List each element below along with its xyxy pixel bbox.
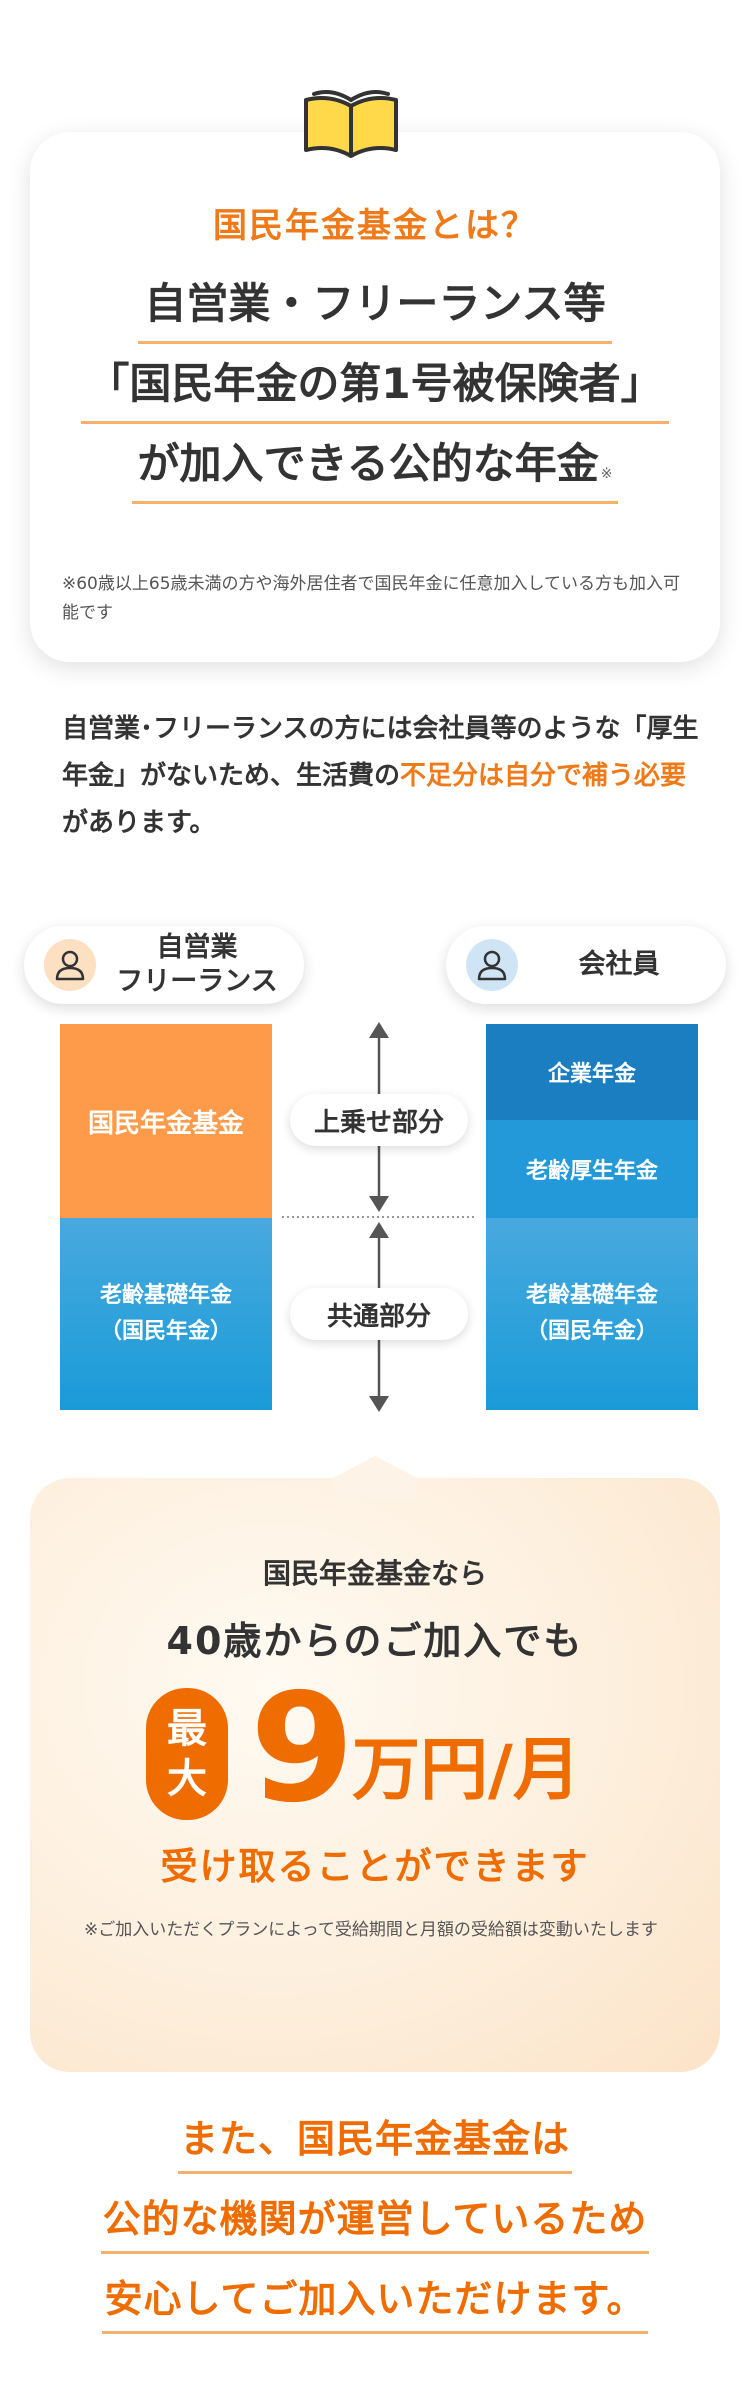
benefit-amount: 9 — [250, 1662, 355, 1836]
closing-line-1: また、国民年金基金は — [0, 2108, 750, 2174]
benefit-line-2: 40歳からのご加入でも — [166, 1619, 584, 1663]
intro-footnote: ※60歳以上65歳未満の方や海外居住者で国民年金に任意加入している方も加入可能で… — [62, 574, 680, 623]
intro-line-1: 自営業・フリーランス等 — [0, 270, 750, 344]
person-icon — [44, 939, 96, 991]
note-mark: ※ — [600, 466, 613, 482]
employee-pension-block: 老齢厚生年金 — [486, 1120, 698, 1218]
common-layer-label: 共通部分 — [290, 1288, 468, 1340]
intro-card — [30, 132, 720, 662]
employee-label: 会社員 — [446, 926, 726, 1004]
national-pension-fund-block: 国民年金基金 — [60, 1024, 272, 1218]
intro-line-3: が加入できる公的な年金※ — [0, 430, 750, 504]
basic-pension-block-left: 老齢基礎年金 （国民年金） — [60, 1218, 272, 1410]
benefit-card — [30, 1478, 720, 2072]
arrows-diagram — [282, 1022, 476, 1412]
intro-heading: 国民年金基金とは？ — [213, 206, 537, 246]
benefit-unit: 万円/月 — [352, 1731, 581, 1810]
book-icon — [304, 90, 398, 158]
closing-line-2: 公的な機関が運営しているため — [0, 2188, 750, 2254]
basic-pension-block-right: 老齢基礎年金 （国民年金） — [486, 1218, 698, 1410]
person-icon — [466, 939, 518, 991]
max-badge: 最 大 — [146, 1688, 228, 1820]
closing-line-3: 安心してご加入いただけます。 — [0, 2268, 750, 2334]
corporate-pension-block: 企業年金 — [486, 1024, 698, 1120]
highlight-text: 不足分は自分で補う必要 — [400, 761, 687, 791]
benefit-line-1: 国民年金基金なら — [262, 1557, 487, 1590]
card-notch — [333, 1456, 417, 1500]
self-employed-label: 自営業 フリーランス — [24, 926, 304, 1004]
intro-line-2: 「国民年金の第1号被保険者」 — [0, 350, 750, 424]
explanation-text: 自営業･フリーランスの方には会社員等のような「厚生年金」がないため、生活費の不足… — [62, 714, 699, 838]
benefit-note: ※ご加入いただくプランによって受給期間と月額の受給額は変動いたします — [84, 1920, 658, 1940]
benefit-line-4: 受け取ることができます — [160, 1845, 590, 1888]
upper-layer-label: 上乗せ部分 — [290, 1094, 468, 1146]
